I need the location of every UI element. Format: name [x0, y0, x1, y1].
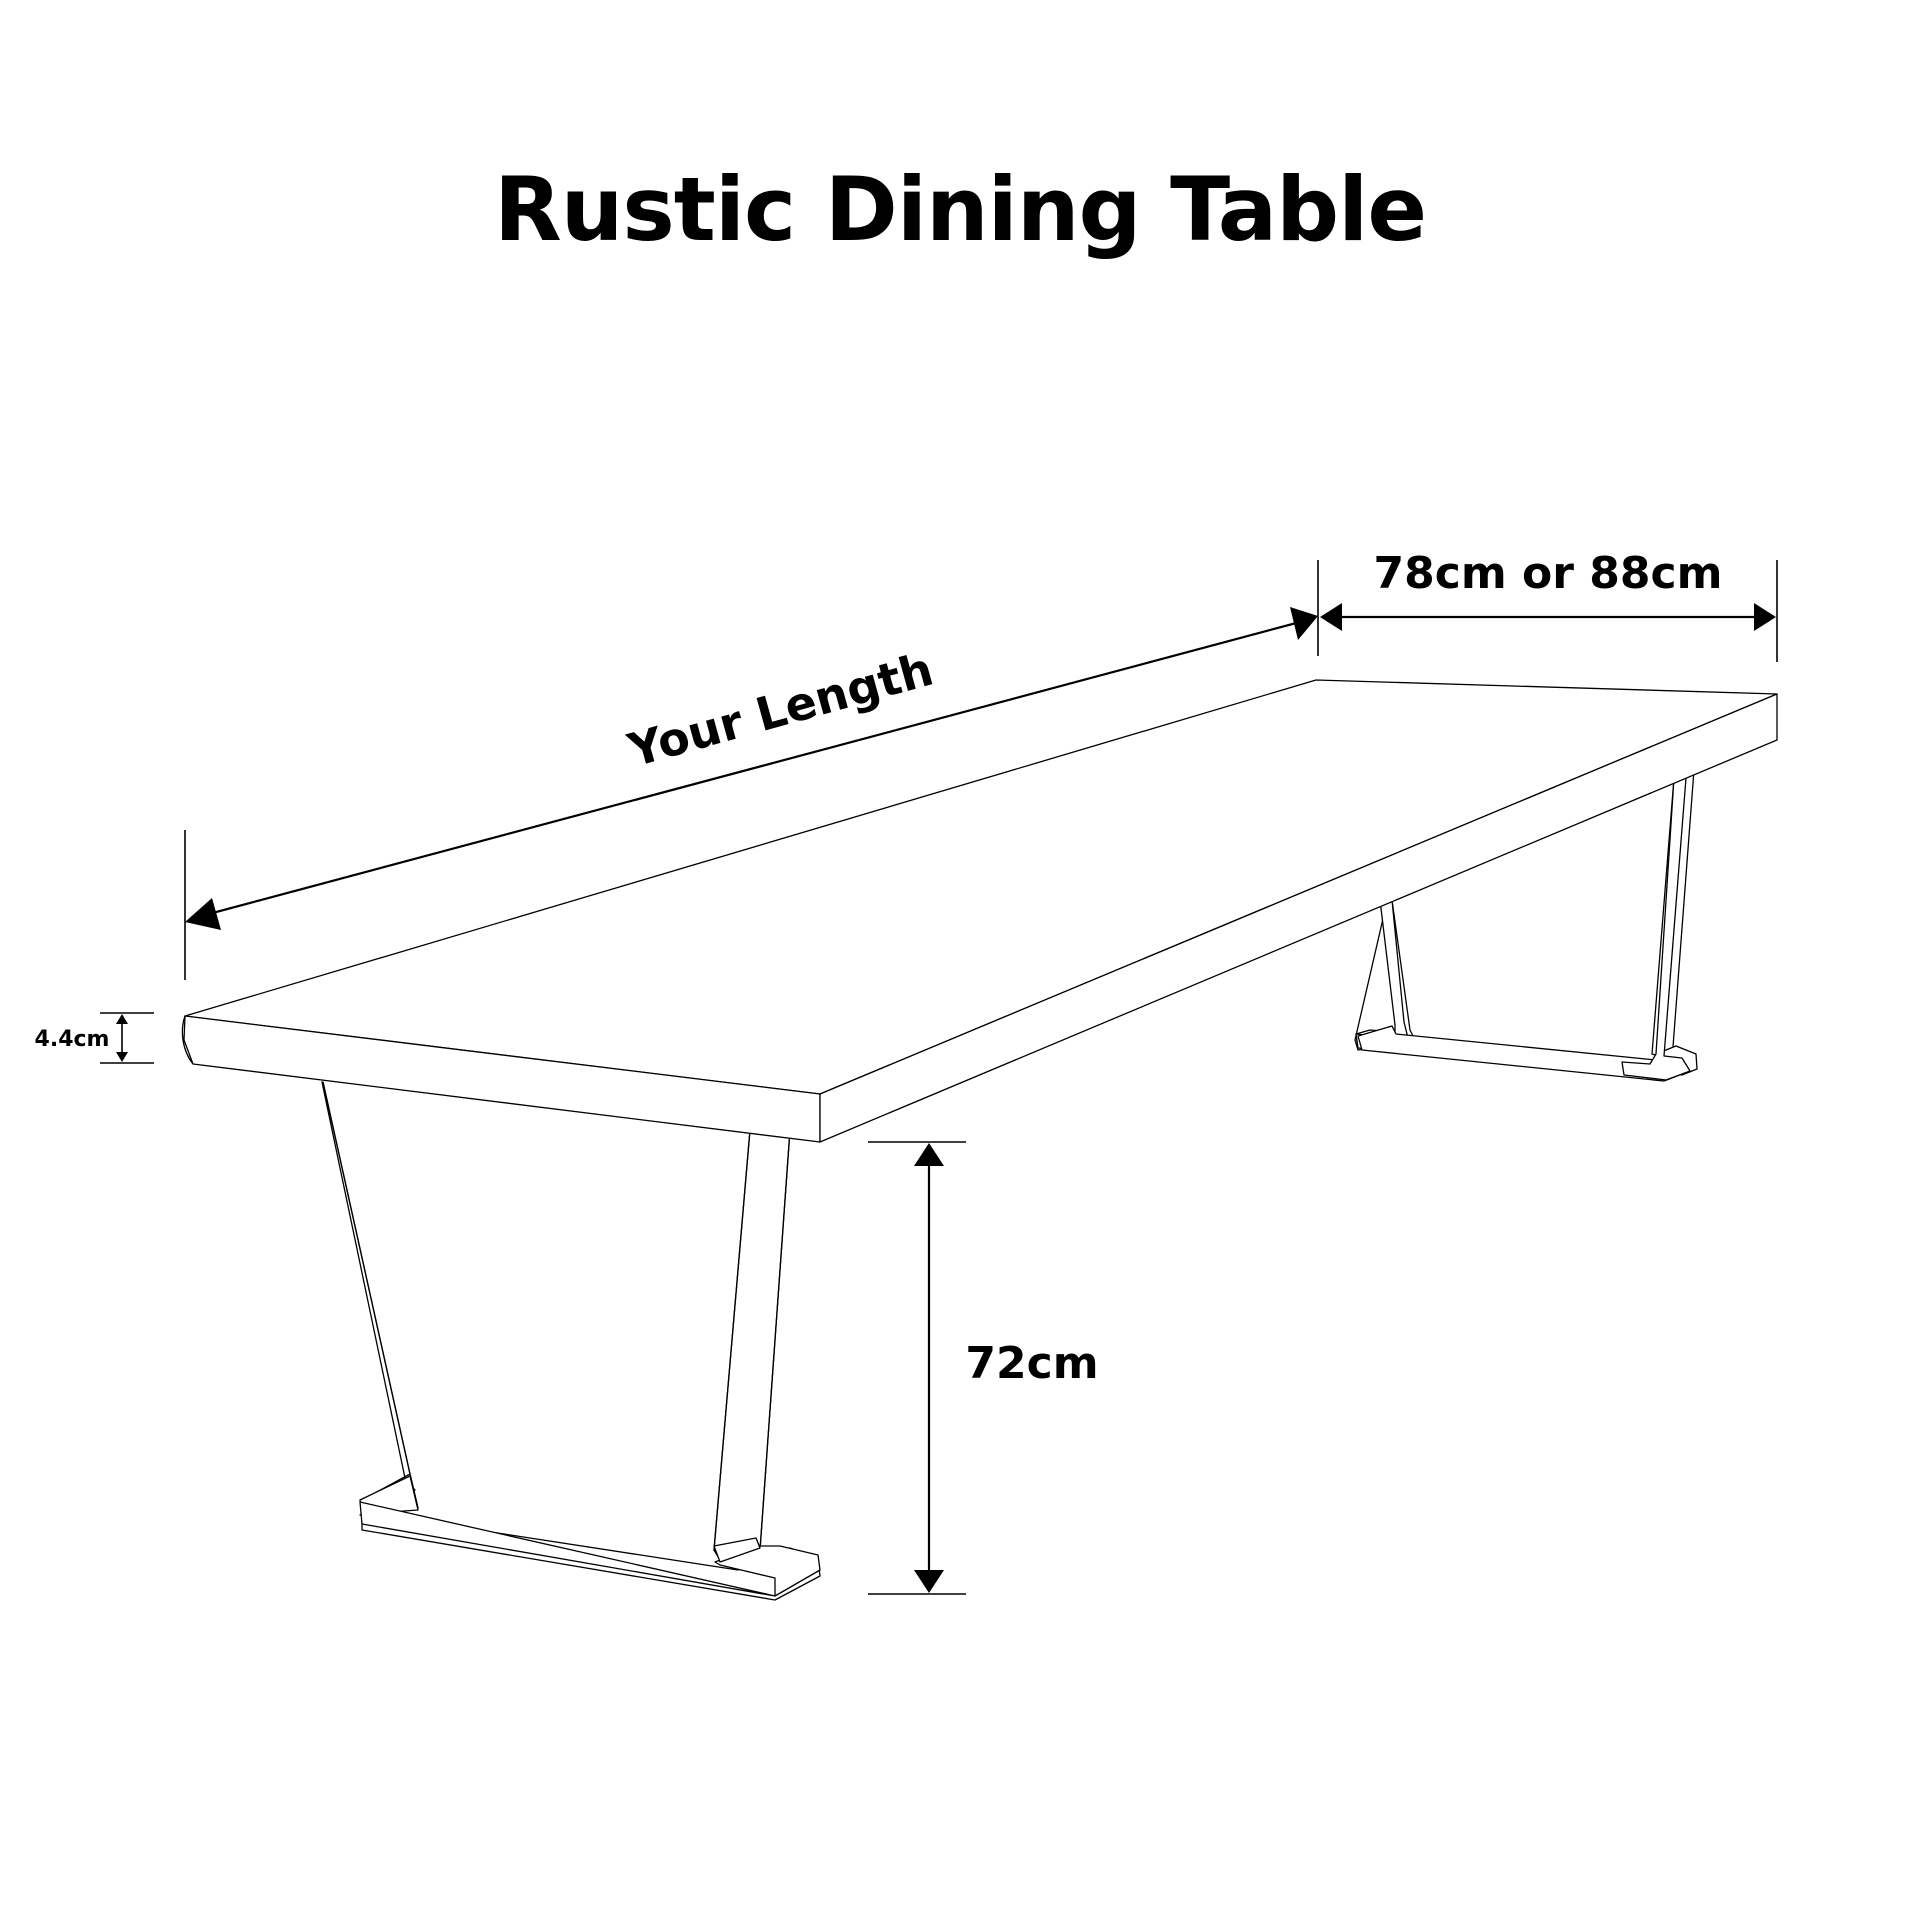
- width-label: 78cm or 88cm: [1374, 548, 1723, 599]
- length-dimension: [184, 607, 1318, 980]
- width-dimension: [1317, 560, 1778, 662]
- front-leg-base: [359, 1475, 821, 1597]
- page-title: Rustic Dining Table: [493, 158, 1427, 261]
- length-label: Your Length: [622, 642, 939, 778]
- thickness-dimension: [100, 1012, 154, 1064]
- back-base-rail: [1357, 777, 1691, 1082]
- height-label: 72cm: [965, 1338, 1098, 1389]
- table-top: [181, 679, 1778, 1143]
- height-dimension: [868, 1141, 966, 1595]
- thickness-label: 4.4cm: [35, 1027, 110, 1052]
